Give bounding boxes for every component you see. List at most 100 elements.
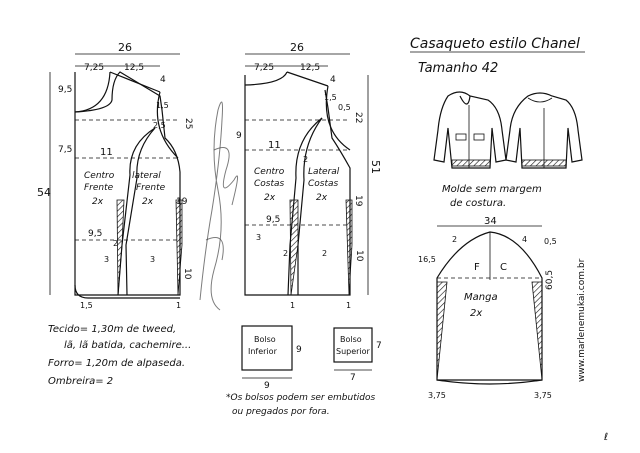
front-dart-3: 3 [104,255,109,264]
pocket-inner-l1: Bolso [254,335,276,344]
website-text: www.marlenemukai.com.br [577,258,587,382]
pockets-block: Bolso Inferior 9 9 Bolso Superior 7 7 *O… [226,325,382,417]
back-width-label: 26 [290,41,304,54]
back-bottom-1b: 1 [346,301,351,310]
front-shoulder-label: 12,5 [124,63,144,73]
pocket-inner-w: 9 [264,381,270,391]
front-shoulder [109,71,161,93]
sleeve-width-label: 34 [484,216,497,227]
back-dart-2: 2 [283,249,288,258]
front-bottom-1: 1 [176,301,181,310]
front-mid-11: 11 [100,147,113,158]
back-dart-3: 3 [256,233,261,242]
back-mid-11: 11 [268,140,281,151]
back-small-05: 0,5 [338,103,351,112]
back-piece-b-l2: Costas [308,179,339,189]
materials-shoulder-pad: Ombreira= 2 [48,376,113,387]
title-line1: Casaqueto estilo Chanel [410,36,580,52]
front-side-75: 7,5 [58,145,72,155]
front-bottom-15: 1,5 [80,301,93,310]
sleeve-hatch-left [436,281,448,381]
jacket-back-illustration [505,92,583,169]
sleeve-hatch-right [531,281,543,381]
back-total-51: 51 [369,160,382,174]
back-armhole [325,85,351,151]
back-princess-seam-b [297,117,323,295]
title-block: Casaqueto estilo Chanel Tamanho 42 [410,36,585,76]
front-side-10: 10 [182,268,192,280]
front-side-hatch [175,199,183,296]
sleeve-small-2: 2 [452,235,457,244]
back-piece-b-l3: 2x [316,193,328,203]
front-neck-depth: 9,5 [58,85,72,95]
front-armhole [156,91,179,159]
front-dart-hatch [116,199,125,296]
materials-lining: Forro= 1,20m de alpaseda. [48,358,185,369]
back-shoulder [286,71,329,87]
title-line2: Tamanho 42 [418,61,498,76]
back-piece-b-l1: Lateral [308,167,340,177]
back-shoulder-label: 12,5 [300,63,320,73]
front-waist-95: 9,5 [88,229,102,239]
front-small-15: 1,5 [156,101,169,110]
front-hem-curve [74,284,180,299]
sleeve-label-l2: 2x [470,308,482,319]
front-piece-b-l1: lateral [132,171,161,181]
pocket-upper-l2: Superior [336,347,371,356]
sleeve-pattern: 34 2 4 16,5 0,5 F C Manga 2x 60,5 3,75 3… [418,216,557,400]
back-small-2: 2 [303,155,308,164]
sleeve-bottom-l: 3,75 [428,391,446,400]
front-princess-seam [117,127,156,296]
sleeve-label-l1: Manga [464,292,498,303]
back-lower-19: 19 [353,195,363,207]
front-armhole-depth: 25 [183,118,193,129]
front-width-label: 26 [118,41,132,54]
front-piece-a-l2: Frente [84,183,114,193]
pocket-inner-h: 9 [296,345,302,355]
sleeve-letter-c: C [500,262,507,273]
back-dart-hatch [289,199,299,296]
sleeve-letter-f: F [474,262,480,273]
mold-note-l2: de costura. [450,198,506,209]
pockets-note-l2: ou pregados por fora. [232,407,330,417]
back-princess-seam [287,117,323,296]
front-outline [74,71,181,296]
front-half-25: 2,5 [153,121,166,130]
sleeve-outline [436,231,543,381]
back-neck-label: 7,25 [254,63,274,73]
front-piece-b-l2: Frente [136,183,166,193]
front-piece-a-l1: Centro [84,171,115,181]
front-dart-2: 2 [113,239,118,248]
pockets-note-l1: *Os bolsos podem ser embutidos [226,393,375,403]
front-piece-a-l3: 2x [92,197,104,207]
back-piece-a-l1: Centro [254,167,285,177]
back-neckline [244,71,288,86]
back-depth-9: 9 [236,131,242,141]
materials-block: Tecido= 1,30m de tweed, lã, lã batida, c… [48,324,191,387]
back-piece-a-l3: 2x [264,193,276,203]
sleeve-bottom-r: 3,75 [534,391,552,400]
sleeve-cap-165: 16,5 [418,255,436,264]
back-pattern: 26 7,25 12,5 4 1,5 0,5 22 9 51 11 2 Cent… [236,41,382,310]
sleeve-small-4: 4 [522,235,527,244]
back-side-10: 10 [354,250,364,262]
back-bottom-1: 1 [290,301,295,310]
pocket-upper-w: 7 [350,373,356,383]
back-side-hatch [345,199,353,296]
materials-fabric-l1: Tecido= 1,30m de tweed, [48,324,176,335]
front-lower-19: 19 [176,197,188,207]
front-total-54: 54 [37,186,51,199]
back-waist-95: 9,5 [266,215,280,225]
back-dart-2b: 2 [322,249,327,258]
back-piece-a-l2: Costas [254,179,285,189]
front-piece-b-l3: 2x [142,197,154,207]
front-top-small: 4 [160,75,166,85]
front-neck-label: 7,25 [84,63,104,73]
pocket-inner-l2: Inferior [248,347,278,356]
pocket-upper-l1: Bolso [340,335,362,344]
signature-watermark [199,101,238,311]
page-mark: ℓ [604,432,608,443]
sleeve-cap-05: 0,5 [544,237,557,246]
back-armhole-22: 22 [353,112,363,123]
